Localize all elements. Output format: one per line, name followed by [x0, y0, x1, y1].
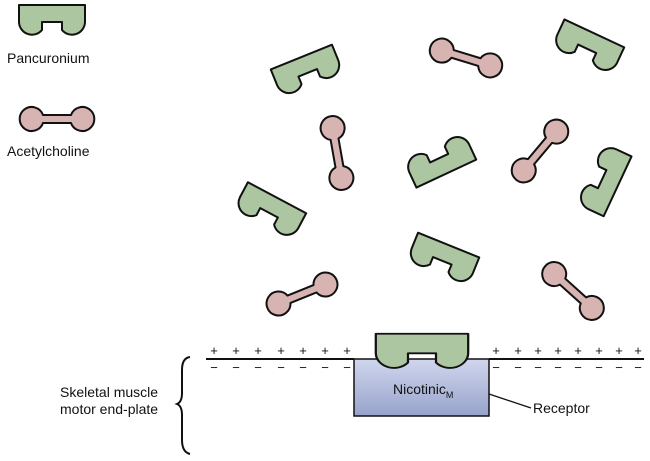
- negative-charge: −: [254, 360, 262, 375]
- negative-charge: −: [321, 360, 329, 375]
- legend-pancuronium-icon: [18, 4, 86, 36]
- pancuronium-molecule: [550, 18, 626, 76]
- receptor-box: [353, 358, 490, 417]
- positive-charge: +: [514, 343, 522, 358]
- positive-charge: +: [321, 343, 329, 358]
- negative-charge: −: [634, 360, 642, 375]
- negative-charge: −: [343, 360, 351, 375]
- receptor-callout-line: [488, 393, 532, 409]
- negative-charge: −: [232, 360, 240, 375]
- positive-charge: +: [299, 343, 307, 358]
- endplate-label-line2: motor end-plate: [60, 401, 158, 417]
- negative-charge: −: [210, 360, 218, 375]
- positive-charge: +: [210, 343, 218, 358]
- negative-charge: −: [595, 360, 603, 375]
- positive-charge: +: [595, 343, 603, 358]
- positive-charge: +: [574, 343, 582, 358]
- pancuronium-molecule: [402, 131, 478, 189]
- legend-acetylcholine-icon: [18, 106, 96, 132]
- positive-charge: +: [277, 343, 285, 358]
- positive-charge: +: [534, 343, 542, 358]
- negative-charge: −: [615, 360, 623, 375]
- legend-pancuronium-label: Pancuronium: [7, 50, 90, 66]
- negative-charge: −: [299, 360, 307, 375]
- endplate-label-line1: Skeletal muscle: [60, 384, 158, 400]
- positive-charge: +: [343, 343, 351, 358]
- positive-charge: +: [492, 343, 500, 358]
- acetylcholine-molecule: [317, 113, 357, 193]
- nicotinic-receptor: NicotinicM: [353, 358, 490, 417]
- legend-acetylcholine-label: Acetylcholine: [7, 143, 90, 159]
- pancuronium-molecule: [575, 142, 633, 218]
- membrane-charges: +−+−+−+−+−+−+−+−+−+−+−+−+−+−+−: [210, 343, 642, 375]
- pancuronium-molecule: [269, 43, 345, 98]
- legend: Pancuronium Acetylcholine: [7, 4, 96, 159]
- positive-charge: +: [232, 343, 240, 358]
- receptor-callout-label: Receptor: [533, 400, 590, 416]
- positive-charge: +: [615, 343, 623, 358]
- acetylcholine-molecule: [261, 267, 343, 321]
- acetylcholine-molecule: [505, 113, 575, 189]
- acetylcholine-molecule: [536, 256, 610, 326]
- positive-charge: +: [254, 343, 262, 358]
- receptor-name: NicotinicM: [393, 381, 453, 400]
- positive-charge: +: [634, 343, 642, 358]
- curly-brace-icon: [174, 356, 191, 455]
- pancuronium-molecule: [405, 231, 481, 286]
- acetylcholine-molecules: [261, 34, 610, 326]
- acetylcholine-molecule: [425, 34, 507, 82]
- negative-charge: −: [554, 360, 562, 375]
- negative-charge: −: [277, 360, 285, 375]
- negative-charge: −: [514, 360, 522, 375]
- positive-charge: +: [554, 343, 562, 358]
- negative-charge: −: [574, 360, 582, 375]
- negative-charge: −: [492, 360, 500, 375]
- negative-charge: −: [534, 360, 542, 375]
- pancuronium-molecule: [232, 181, 308, 241]
